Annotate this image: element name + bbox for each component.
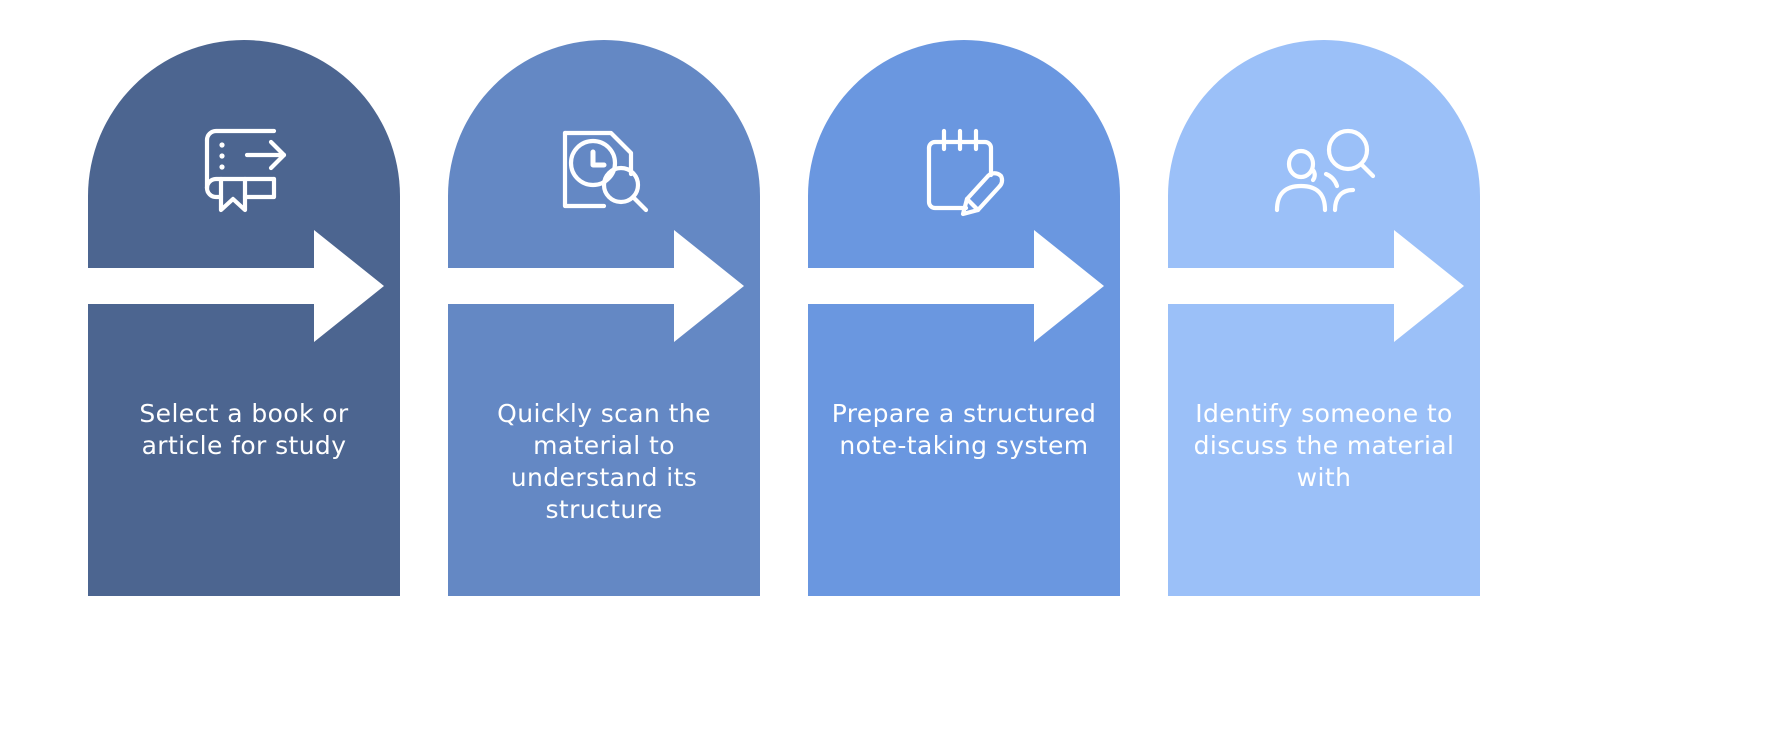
step-card-4[interactable]: Identify someone to discuss the material…	[1168, 40, 1480, 596]
step-card-2-label: Quickly scan the material to understand …	[497, 399, 711, 524]
step-card-2[interactable]: Quickly scan the material to understand …	[448, 40, 760, 596]
card-3-shape	[808, 40, 1120, 596]
step-card-3-label: Prepare a structured note-taking system	[831, 399, 1097, 460]
card-1-shape	[88, 40, 400, 596]
step-card-1-label: Select a book or article for study	[139, 399, 349, 460]
step-card-3[interactable]: Prepare a structured note-taking system	[808, 40, 1120, 596]
step-card-1[interactable]: Select a book or article for study	[88, 40, 400, 596]
card-4-shape	[1168, 40, 1480, 596]
step-card-4-label: Identify someone to discuss the material…	[1193, 399, 1455, 492]
